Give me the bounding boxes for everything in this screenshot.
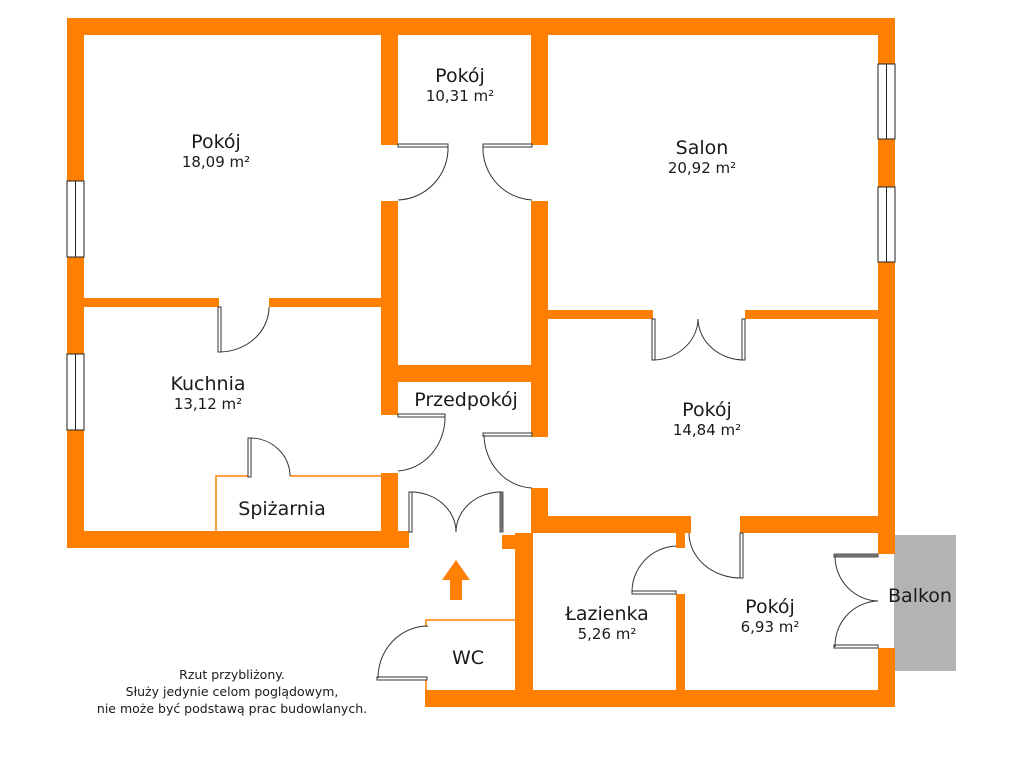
room-label-pokoj-10: Pokój 10,31 m² <box>426 65 494 105</box>
disclaimer-line-3: nie może być podstawą prac budowlanych. <box>96 701 368 716</box>
room-label-lazienka: Łazienka 5,26 m² <box>565 603 649 643</box>
room-name: Spiżarnia <box>238 498 326 520</box>
windows <box>66 63 896 431</box>
balcony-area <box>894 535 956 671</box>
room-label-pokoj-18: Pokój 18,09 m² <box>182 131 250 171</box>
room-area: 20,92 m² <box>667 159 737 177</box>
entrance-arrow-icon <box>442 560 470 600</box>
room-name: Balkon <box>888 585 952 607</box>
interior-walls <box>84 35 895 707</box>
room-area: 6,93 m² <box>740 618 800 636</box>
room-name: Pokój <box>435 65 485 87</box>
room-name: Pokój <box>191 131 241 153</box>
doors <box>217 143 879 681</box>
room-area: 14,84 m² <box>672 421 742 439</box>
room-label-kuchnia: Kuchnia 13,12 m² <box>170 373 245 413</box>
room-area: 13,12 m² <box>173 395 243 413</box>
room-name: WC <box>451 647 485 669</box>
room-label-pokoj-6: Pokój 6,93 m² <box>741 596 800 636</box>
room-label-spizarnia: Spiżarnia <box>238 498 325 520</box>
room-area: 10,31 m² <box>425 87 495 105</box>
room-area: 18,09 m² <box>181 153 251 171</box>
room-name: Pokój <box>745 596 795 618</box>
room-label-przedpokoj: Przedpokój <box>414 389 518 411</box>
disclaimer-line-2: Służy jedynie celom poglądowym, <box>125 684 339 699</box>
thin-walls <box>215 475 515 690</box>
room-name: Kuchnia <box>170 373 246 395</box>
room-label-wc: WC <box>452 647 484 669</box>
room-area: 5,26 m² <box>577 625 637 643</box>
room-name: Przedpokój <box>414 389 518 411</box>
room-name: Pokój <box>682 399 732 421</box>
room-label-salon: Salon 20,92 m² <box>668 137 736 177</box>
disclaimer-note: Rzut przybliżony. Służy jedynie celom po… <box>97 666 367 717</box>
room-label-pokoj-14: Pokój 14,84 m² <box>673 399 741 439</box>
outer-walls <box>67 18 895 707</box>
room-name: Salon <box>675 137 729 159</box>
disclaimer-line-1: Rzut przybliżony. <box>179 667 285 682</box>
room-label-balkon: Balkon <box>888 585 952 607</box>
room-name: Łazienka <box>565 603 649 625</box>
